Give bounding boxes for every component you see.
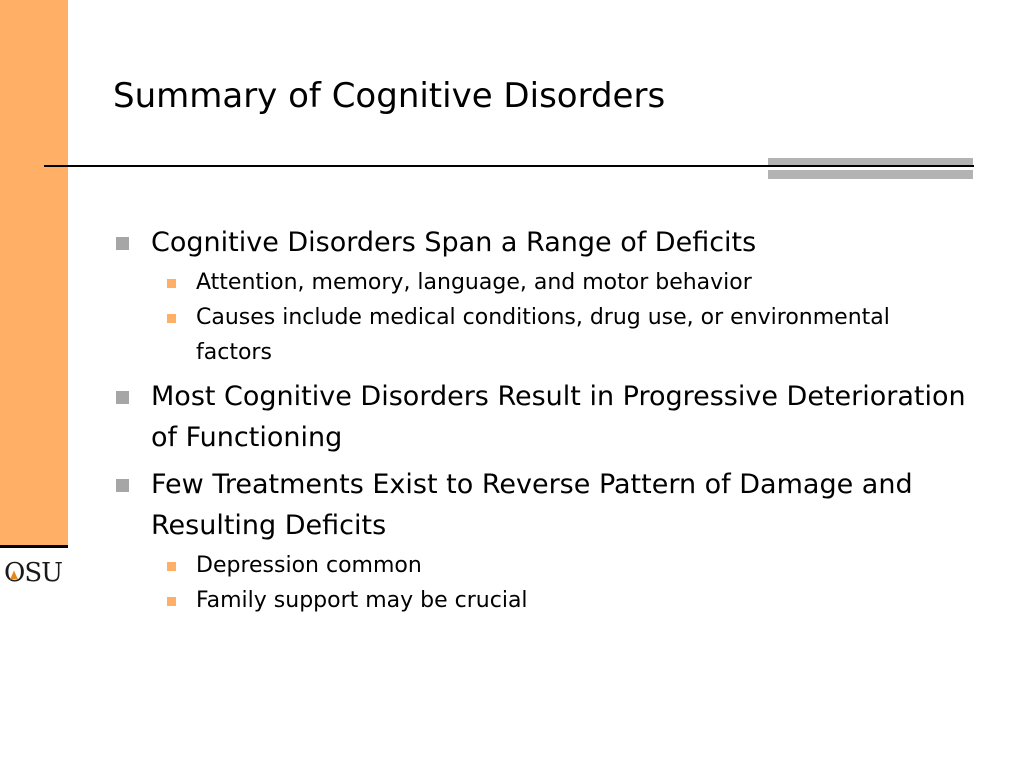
sub-bullet-item: Family support may be crucial — [151, 583, 972, 618]
sub-bullet-text: Depression common — [196, 553, 422, 578]
sub-bullet-text: Causes include medical conditions, drug … — [196, 305, 890, 365]
title-divider — [44, 165, 974, 167]
bullet-text: Few Treatments Exist to Reverse Pattern … — [151, 469, 913, 541]
square-bullet-icon — [116, 391, 129, 404]
side-accent-rule — [0, 545, 68, 548]
sub-bullet-text: Family support may be crucial — [196, 588, 528, 613]
osu-logo-rest: SU — [24, 558, 63, 588]
bullet-text: Cognitive Disorders Span a Range of Defi… — [151, 227, 757, 258]
small-square-bullet-icon — [167, 562, 176, 571]
sub-bullet-item: Depression common — [151, 548, 972, 583]
square-bullet-icon — [116, 237, 129, 250]
sub-bullet-item: Causes include medical conditions, drug … — [151, 300, 972, 370]
sub-bullet-list: Depression common Family support may be … — [151, 548, 972, 618]
osu-logo-o: O — [4, 556, 25, 590]
bullet-text: Most Cognitive Disorders Result in Progr… — [151, 381, 966, 453]
divider-accent-band-bottom — [768, 170, 973, 179]
side-accent-bar — [0, 0, 68, 545]
title-divider-accent — [768, 158, 973, 180]
square-bullet-icon — [116, 479, 129, 492]
bullet-item: Few Treatments Exist to Reverse Pattern … — [112, 464, 972, 618]
sub-bullet-text: Attention, memory, language, and motor b… — [196, 270, 752, 295]
small-square-bullet-icon — [167, 314, 176, 323]
sub-bullet-item: Attention, memory, language, and motor b… — [151, 265, 972, 300]
slide-title: Summary of Cognitive Disorders — [113, 76, 666, 116]
bullet-item: Cognitive Disorders Span a Range of Defi… — [112, 222, 972, 370]
bullet-list: Cognitive Disorders Span a Range of Defi… — [112, 222, 972, 624]
divider-accent-band-top — [768, 158, 973, 165]
sub-bullet-list: Attention, memory, language, and motor b… — [151, 265, 972, 370]
bullet-item: Most Cognitive Disorders Result in Progr… — [112, 376, 972, 458]
flame-icon — [10, 570, 19, 580]
small-square-bullet-icon — [167, 597, 176, 606]
small-square-bullet-icon — [167, 279, 176, 288]
